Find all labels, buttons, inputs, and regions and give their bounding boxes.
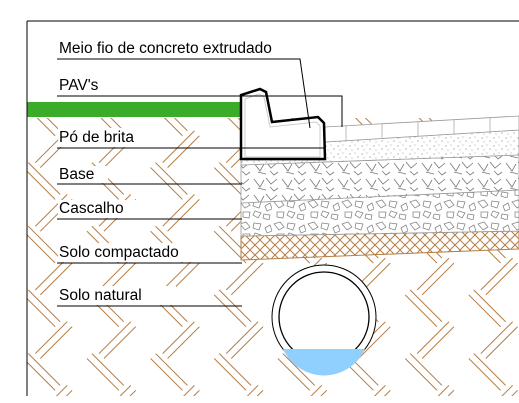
label-gravel: Cascalho — [59, 200, 124, 217]
drain-pipe — [271, 264, 377, 376]
label-natural-soil: Solo natural — [59, 287, 142, 304]
pipe-water — [283, 349, 365, 376]
leader-curb — [57, 58, 311, 129]
leader-pavers — [57, 95, 343, 127]
label-pavers: PAV's — [59, 77, 99, 94]
concrete-curb — [239, 87, 327, 161]
label-curb: Meio fio de concreto extrudado — [59, 40, 272, 57]
label-stone-dust: Pó de brita — [59, 129, 134, 146]
label-compacted-soil: Solo compactado — [59, 244, 179, 261]
label-base: Base — [59, 166, 94, 183]
grass-strip — [27, 102, 241, 117]
